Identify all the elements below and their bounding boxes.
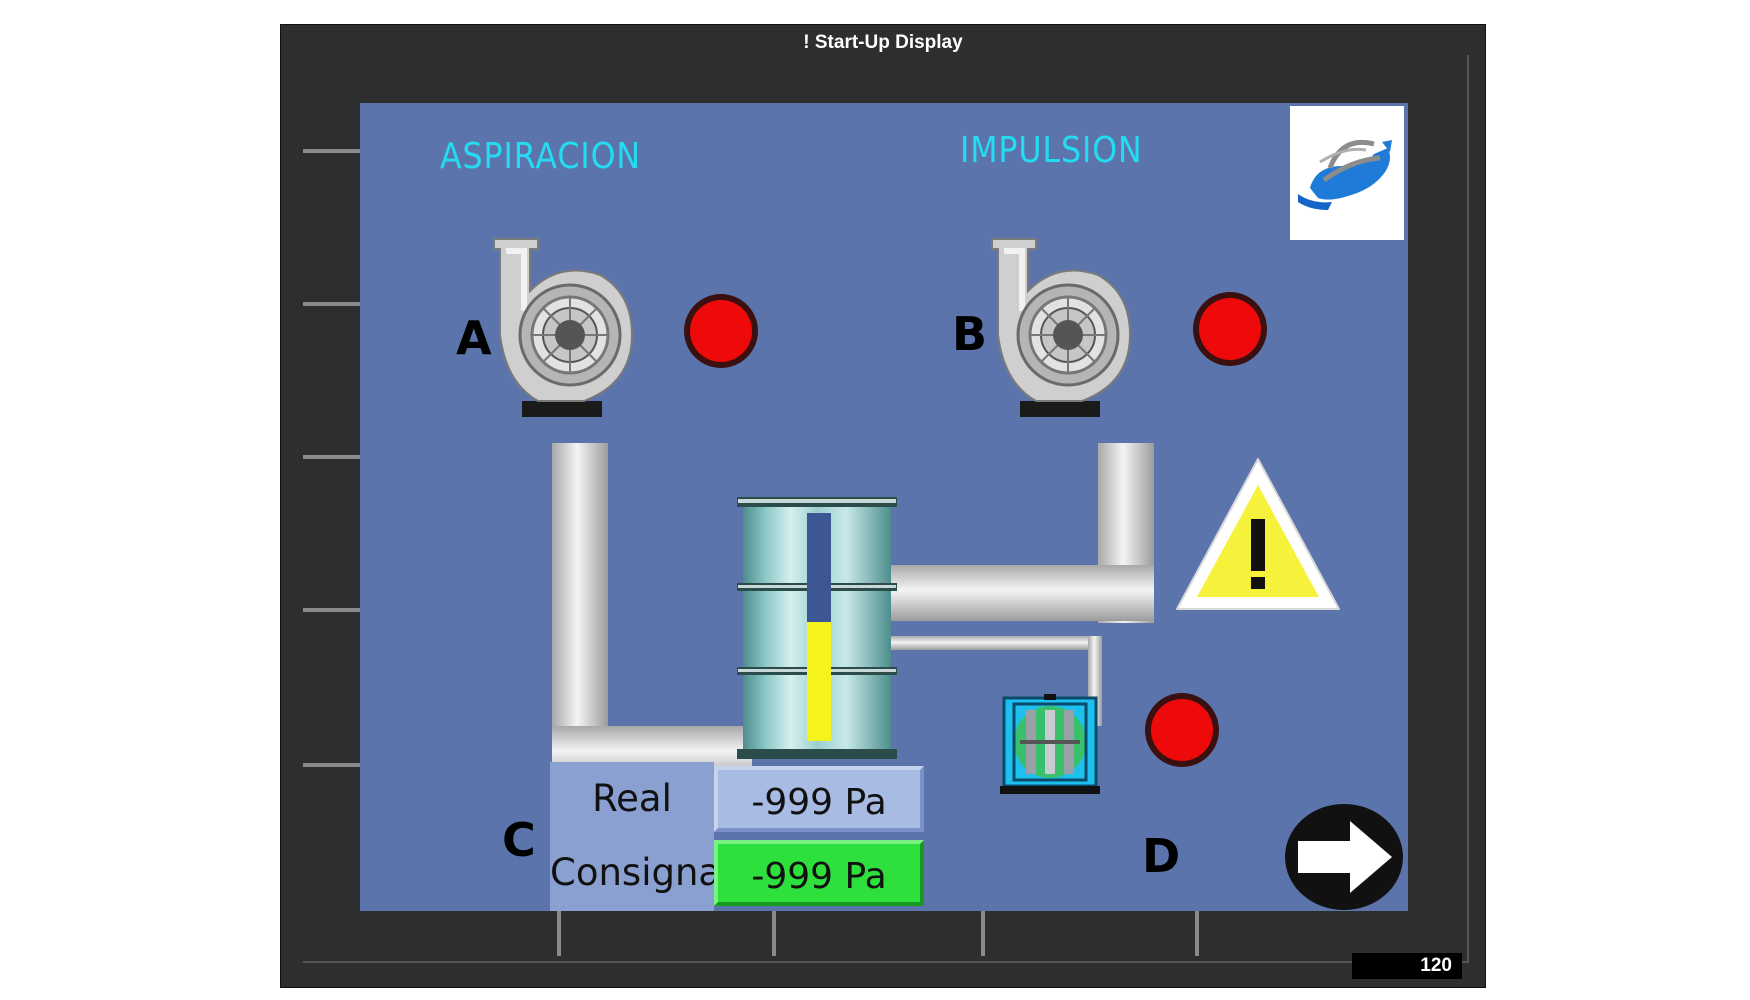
fan-b-status-icon[interactable] bbox=[1190, 289, 1270, 369]
inner-frame bbox=[303, 55, 1469, 963]
process-panel: ASPIRACION IMPULSION bbox=[360, 103, 1408, 911]
tank-icon[interactable] bbox=[737, 497, 897, 759]
pressure-readout: Real Consigna -999 Pa -999 Pa bbox=[550, 762, 926, 911]
fan-b-icon[interactable] bbox=[978, 231, 1138, 431]
label-d: D bbox=[1142, 829, 1181, 883]
label-b: B bbox=[952, 307, 988, 361]
frame-tick bbox=[303, 763, 360, 767]
label-c: C bbox=[502, 813, 536, 867]
logo bbox=[1290, 106, 1404, 240]
window-title: ! Start-Up Display bbox=[803, 32, 963, 53]
frame-tick bbox=[1195, 910, 1199, 956]
pipe-d-horizontal bbox=[880, 636, 1102, 650]
frame-tick bbox=[303, 302, 360, 306]
frame-tick bbox=[772, 910, 776, 956]
aspiration-heading: ASPIRACION bbox=[440, 136, 641, 177]
fan-a-icon[interactable] bbox=[480, 231, 640, 431]
frame-tick bbox=[303, 608, 360, 612]
real-value: -999 Pa bbox=[714, 766, 924, 832]
damper-icon[interactable] bbox=[1000, 694, 1100, 798]
tank-level-fill bbox=[807, 622, 831, 741]
warning-icon[interactable] bbox=[1173, 455, 1343, 615]
damper-d-status-icon[interactable] bbox=[1142, 690, 1222, 770]
fan-a-status-icon[interactable] bbox=[681, 291, 761, 371]
impulsion-heading: IMPULSION bbox=[960, 130, 1143, 171]
pipe-network bbox=[552, 443, 1154, 783]
label-a: A bbox=[456, 311, 492, 365]
next-arrow-icon[interactable] bbox=[1284, 803, 1406, 911]
frame-tick bbox=[303, 149, 360, 153]
screen-counter: 120 bbox=[1352, 953, 1462, 979]
logo-icon bbox=[1298, 140, 1392, 210]
setpoint-value-input[interactable]: -999 Pa bbox=[714, 840, 924, 906]
frame-tick bbox=[303, 455, 360, 459]
real-label: Real bbox=[550, 762, 714, 836]
setpoint-label: Consigna bbox=[550, 836, 721, 911]
frame-tick bbox=[557, 910, 561, 956]
pipe-b-horizontal bbox=[880, 565, 1154, 621]
hmi-window: ! Start-Up Display 120 ASPIRACION IMPULS… bbox=[280, 24, 1486, 988]
frame-tick bbox=[981, 910, 985, 956]
